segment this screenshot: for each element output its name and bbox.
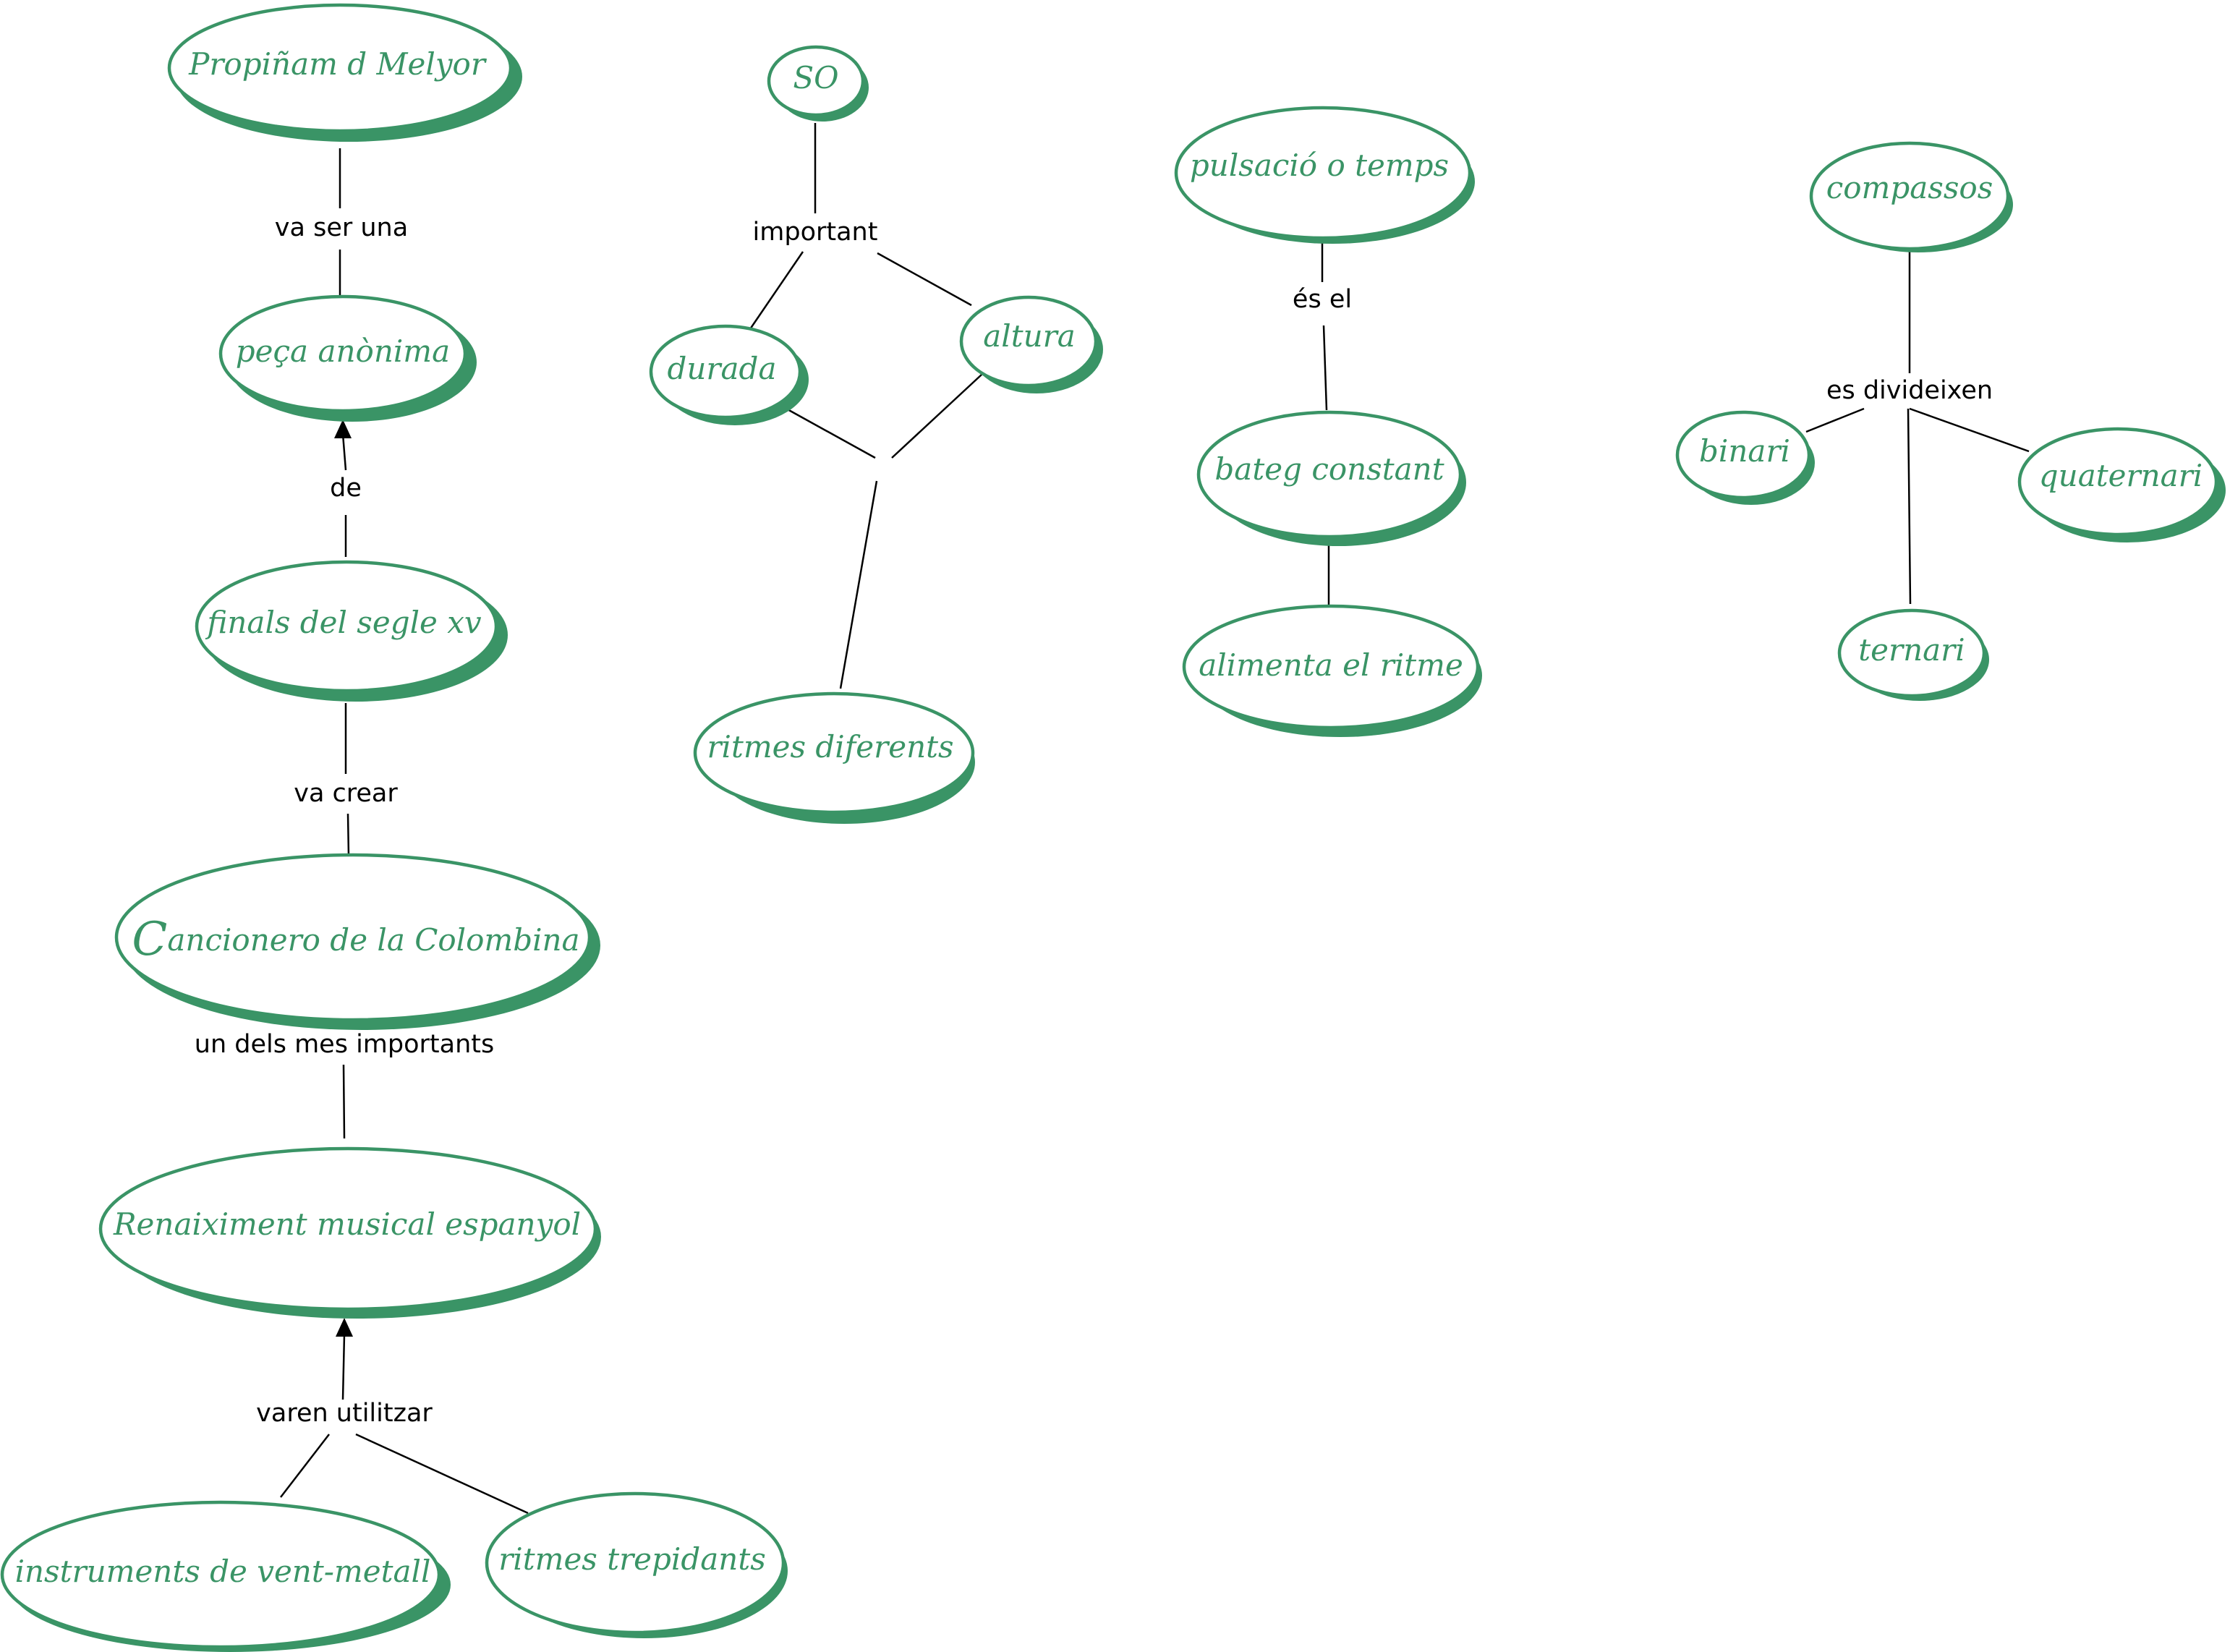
- link-un-dels-mes-importants: un dels mes importants: [195, 1030, 494, 1059]
- concept-cancionero-de-la-colombina: Cancionero de la Colombina: [114, 853, 600, 1030]
- concept-propinam-d-melyor: Propiñam d Melyor: [167, 3, 522, 142]
- concept-label-rest: ancionero de la Colombina: [167, 922, 579, 958]
- concept-label: peça anònima: [236, 333, 450, 369]
- concept-label: finals del segle xv: [205, 605, 482, 640]
- concept-durada: durada: [649, 324, 809, 425]
- concept-bateg-constant: bateg constant: [1196, 410, 1466, 546]
- concept-label: instruments de vent-metall: [15, 1554, 431, 1589]
- link-es-divideixen: es divideixen: [1826, 376, 1993, 405]
- link-es-el: és el: [1293, 285, 1352, 314]
- concept-label: compassos: [1826, 170, 1993, 205]
- edge-altura-junction: [891, 374, 982, 459]
- concept-label: ternari: [1858, 632, 1965, 668]
- concept-quaternari: quaternari: [2017, 427, 2226, 542]
- concept-finals-del-segle-xv: finals del segle xv: [195, 560, 508, 702]
- concept-ritmes-trepidants: ritmes trepidants: [485, 1491, 788, 1638]
- concept-label: ritmes trepidants: [498, 1541, 766, 1577]
- edge-vacrear-cancionero: [346, 813, 350, 856]
- edge-varen-trepidants: [355, 1433, 529, 1515]
- concept-peca-anonima: peça anònima: [218, 294, 477, 422]
- edge-esel-bateg: [1322, 325, 1328, 411]
- concept-label-initial: C: [132, 913, 167, 966]
- concept-label: Renaiximent musical espanyol: [113, 1206, 581, 1242]
- concept-label: SO: [793, 60, 838, 95]
- link-important: important: [753, 218, 878, 247]
- link-de: de: [330, 474, 362, 503]
- concept-label: altura: [983, 318, 1076, 354]
- concept-altura: altura: [959, 295, 1103, 393]
- edge-durada-junction: [786, 407, 876, 459]
- concept-label: alimenta el ritme: [1199, 647, 1463, 683]
- concept-alimenta-el-ritme: alimenta el ritme: [1182, 604, 1482, 737]
- concept-ternari: ternari: [1837, 608, 1989, 701]
- link-va-ser-una: va ser una: [275, 213, 408, 242]
- edge-esdivideixen-ternari: [1907, 408, 1912, 605]
- edge-esdivideixen-binari: [1805, 407, 1865, 433]
- concept-so: SO: [767, 45, 869, 122]
- concept-renaiximent-musical-espanyol: Renaiximent musical espanyol: [98, 1146, 601, 1319]
- concept-label: ritmes diferents: [707, 729, 953, 765]
- concept-label: quaternari: [2039, 458, 2203, 493]
- link-varen-utilitzar: varen utilitzar: [256, 1399, 433, 1428]
- arrow-to-renaixement: [336, 1318, 353, 1337]
- concept-binari: binari: [1675, 410, 1815, 505]
- concept-compassos: compassos: [1809, 141, 2013, 252]
- concept-label: Cancionero de la Colombina: [132, 913, 579, 966]
- concept-label: bateg constant: [1214, 451, 1444, 487]
- concept-ritmes-diferents: ritmes diferents: [693, 691, 975, 824]
- concept-instruments-de-vent-metall: instruments de vent-metall: [0, 1500, 451, 1652]
- concept-label: pulsació o temps: [1190, 148, 1449, 183]
- edge-varen-instruments: [280, 1434, 330, 1498]
- arrow-to-peca: [334, 420, 352, 438]
- concept-pulsacio-o-temps: pulsació o temps: [1174, 106, 1475, 244]
- concept-label: binari: [1699, 433, 1790, 469]
- edges: [280, 123, 2030, 1515]
- edge-important-altura: [877, 252, 972, 307]
- edge-esdivideixen-quaternari: [1909, 407, 2030, 453]
- concepts: Propiñam d Melyor peça anònima finals de…: [0, 3, 2226, 1652]
- edge-varen-renaixement: [341, 1334, 346, 1400]
- concept-label: durada: [668, 351, 777, 386]
- concept-label: Propiñam d Melyor: [188, 46, 488, 82]
- link-va-crear: va crear: [294, 779, 398, 808]
- edge-important-durada: [749, 251, 804, 330]
- edge-de-peca: [341, 433, 347, 471]
- edge-junction-ritmes: [839, 480, 878, 689]
- link-labels: va ser una de va crear un dels mes impor…: [195, 213, 1993, 1428]
